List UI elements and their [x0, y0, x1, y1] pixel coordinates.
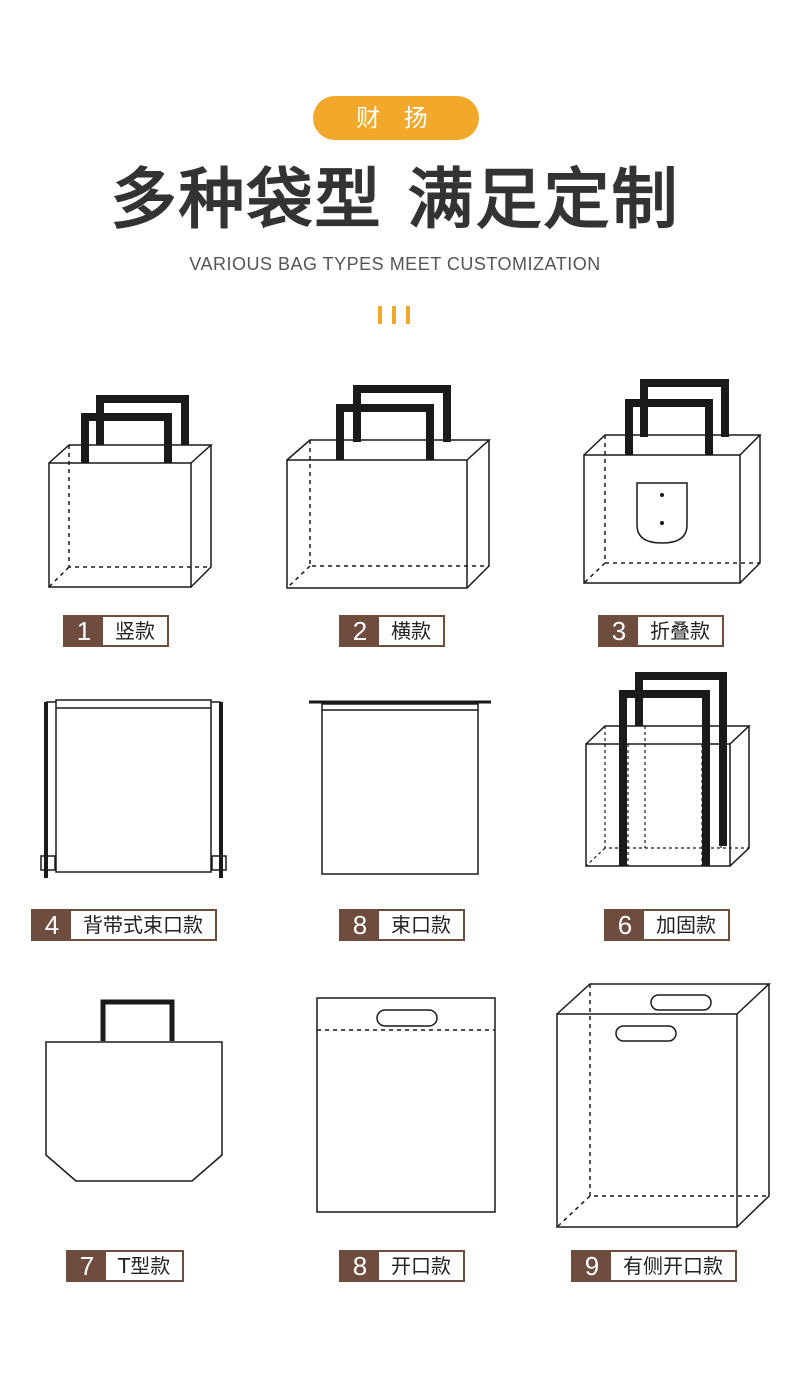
label-number: 4: [33, 911, 71, 939]
divider-ticks: [378, 306, 414, 326]
bag-die-cut-illustration: [316, 997, 496, 1213]
label-text: 竖款: [115, 619, 155, 643]
bag-drawstring-illustration: [309, 700, 491, 875]
label-number: 1: [65, 617, 103, 645]
label-number: 9: [573, 1252, 611, 1280]
label-bag-3: 3 折叠款: [598, 615, 724, 647]
label-bag-4: 4 背带式束口款: [31, 909, 217, 941]
label-bag-5: 8 束口款: [339, 909, 465, 941]
label-bag-8: 8 开口款: [339, 1250, 465, 1282]
label-bag-7: 7 T型款: [66, 1250, 185, 1282]
label-bag-6: 6 加固款: [604, 909, 730, 941]
label-number: 8: [341, 1252, 379, 1280]
label-number: 6: [606, 911, 644, 939]
label-text: 折叠款: [650, 619, 710, 643]
label-text: T型款: [118, 1254, 171, 1278]
brand-badge: 财 扬: [313, 96, 479, 140]
bag-t-type-illustration: [45, 999, 223, 1182]
label-bag-2: 2 横款: [339, 615, 445, 647]
bag-folding-illustration: [583, 379, 762, 584]
label-text: 横款: [391, 619, 431, 643]
label-text: 束口款: [391, 913, 451, 937]
page-subtitle: VARIOUS BAG TYPES MEET CUSTOMIZATION: [189, 254, 601, 274]
bag-vertical-illustration: [48, 395, 213, 588]
label-text: 有侧开口款: [623, 1254, 723, 1278]
page-title: 多种袋型 满足定制: [110, 161, 680, 238]
bag-reinforced-illustration: [585, 672, 751, 867]
label-bag-9: 9 有侧开口款: [571, 1250, 737, 1282]
label-number: 3: [600, 617, 638, 645]
label-text: 背带式束口款: [83, 913, 203, 937]
label-number: 8: [341, 911, 379, 939]
label-text: 开口款: [391, 1254, 451, 1278]
bag-horizontal-illustration: [286, 385, 491, 589]
bag-backpack-drawstring-illustration: [40, 699, 227, 878]
bag-side-opening-illustration: [556, 983, 771, 1228]
label-number: 2: [341, 617, 379, 645]
label-number: 7: [68, 1252, 106, 1280]
label-text: 加固款: [656, 913, 716, 937]
label-bag-1: 1 竖款: [63, 615, 169, 647]
